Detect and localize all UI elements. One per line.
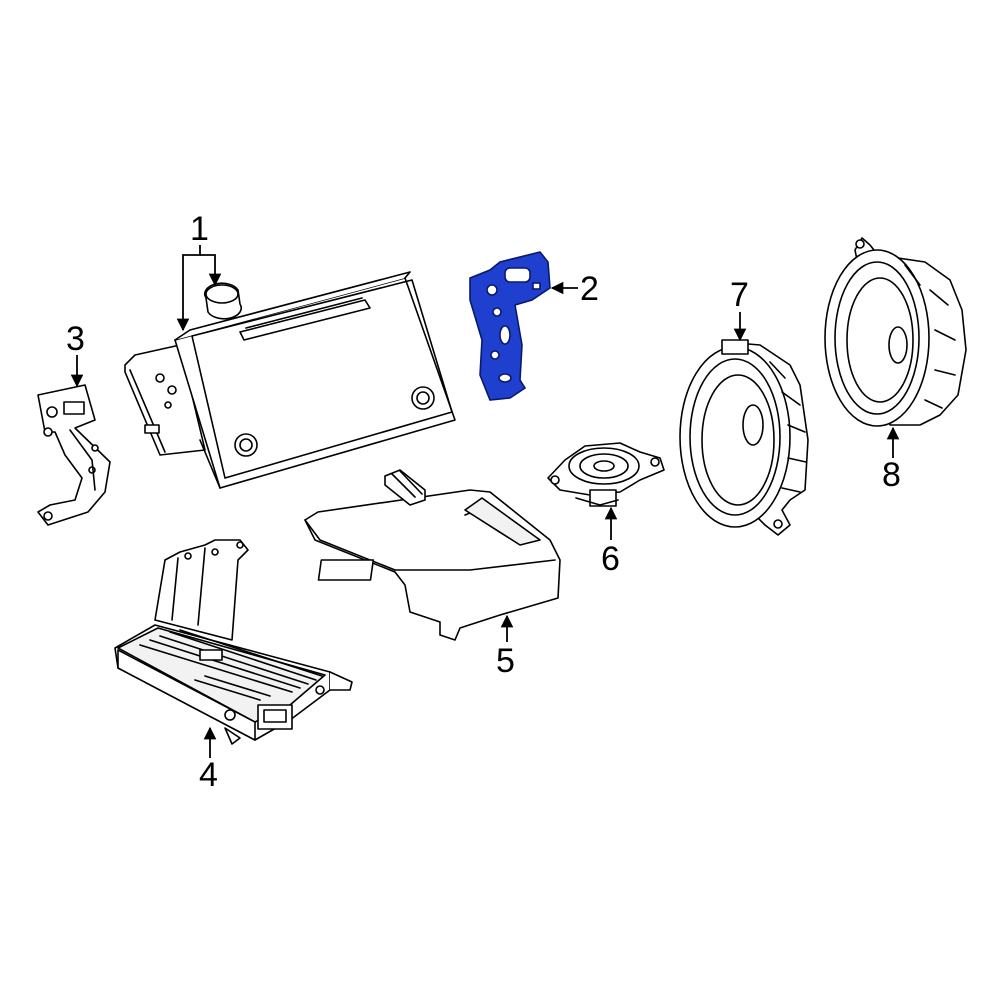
part-7-speaker[interactable] <box>679 339 809 536</box>
part-1-cap[interactable] <box>203 282 243 320</box>
callout-6[interactable]: 6 <box>601 540 620 578</box>
part-6-tweeter[interactable] <box>547 442 665 507</box>
callout-labels: 1 2 3 4 5 6 7 8 <box>66 210 901 794</box>
callout-5[interactable]: 5 <box>496 642 515 680</box>
part-2-bracket[interactable] <box>469 251 551 401</box>
part-1-radio-unit[interactable] <box>124 271 456 489</box>
part-3-bracket[interactable] <box>37 384 111 526</box>
callout-2[interactable]: 2 <box>580 270 599 308</box>
callout-7[interactable]: 7 <box>730 276 749 314</box>
callout-8[interactable]: 8 <box>882 456 901 494</box>
part-8-speaker[interactable] <box>824 237 967 427</box>
part-5-cover[interactable] <box>304 469 561 641</box>
callout-3[interactable]: 3 <box>66 320 85 358</box>
callout-lines <box>70 245 900 758</box>
part-4-amplifier[interactable] <box>114 539 353 745</box>
callout-1[interactable]: 1 <box>190 210 209 248</box>
callout-4[interactable]: 4 <box>199 756 218 794</box>
